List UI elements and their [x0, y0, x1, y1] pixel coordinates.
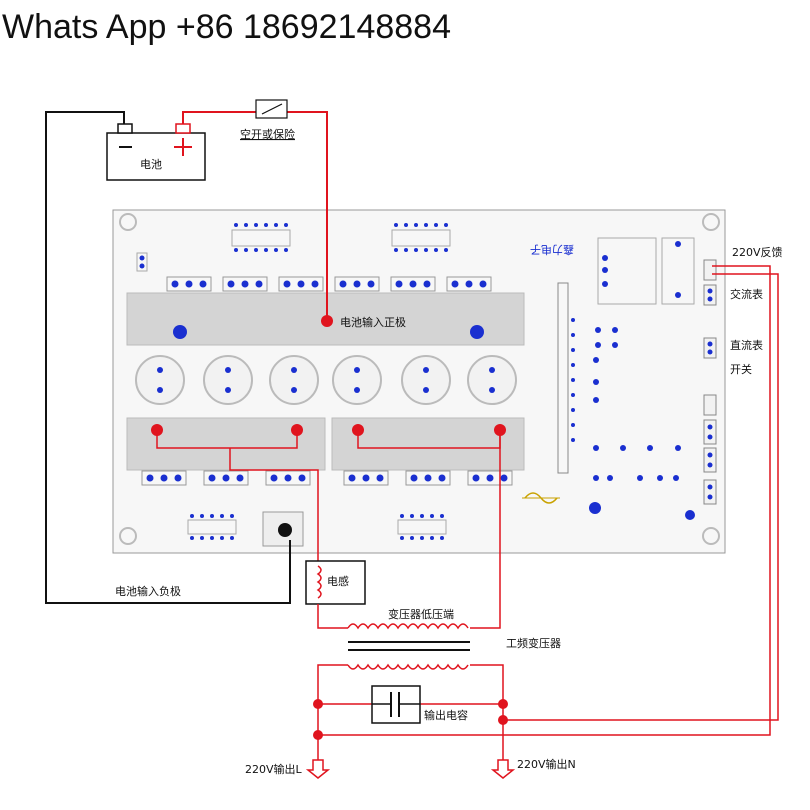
inductor-to-transformer-wire — [317, 604, 348, 629]
board-brand-text: 鑫力电子 — [530, 243, 574, 257]
battery: 电池 — [106, 123, 206, 181]
negative-input-label: 电池输入负极 — [115, 584, 181, 598]
transformer-low-side-label: 变压器低压端 — [388, 607, 454, 621]
feedback-wire-2 — [503, 273, 779, 721]
primary-wire-left — [156, 430, 298, 449]
transformer-to-primary-wire — [470, 430, 501, 629]
battery-label: 电池 — [140, 158, 162, 171]
inductor: 电感 — [305, 560, 366, 605]
inverter-board: 鑫力电子 — [112, 209, 726, 554]
header-text: Whats App +86 18692148884 — [2, 8, 451, 46]
output-capacitor-label: 输出电容 — [424, 708, 468, 722]
output-l-label: 220V输出L — [245, 762, 303, 776]
battery-positive-wire — [182, 111, 328, 321]
breaker-label: 空开或保险 — [240, 127, 295, 141]
negative-terminal-point — [278, 523, 292, 537]
feedback-label: 220V反馈 — [732, 246, 783, 259]
feedback-wire-1 — [318, 265, 771, 736]
output-n-wire — [470, 664, 504, 762]
positive-input-point — [321, 315, 333, 327]
output-l-wire — [317, 664, 348, 762]
breaker-switch-icon — [255, 99, 288, 119]
output-n-arrow-icon — [490, 759, 516, 779]
power-transformer-label: 工频变压器 — [506, 636, 561, 650]
switch-label: 开关 — [730, 362, 752, 376]
output-n-label: 220V输出N — [517, 757, 576, 771]
primary-to-inductor-wire — [229, 448, 319, 562]
inductor-label: 电感 — [327, 575, 349, 588]
positive-input-label: 电池输入正极 — [340, 315, 406, 329]
battery-negative-wire — [45, 111, 291, 604]
ac-meter-label: 交流表 — [730, 287, 763, 301]
dc-meter-label: 直流表 — [730, 338, 763, 352]
output-capacitor — [371, 685, 421, 724]
transformer — [347, 623, 470, 670]
output-l-arrow-icon — [305, 759, 331, 779]
